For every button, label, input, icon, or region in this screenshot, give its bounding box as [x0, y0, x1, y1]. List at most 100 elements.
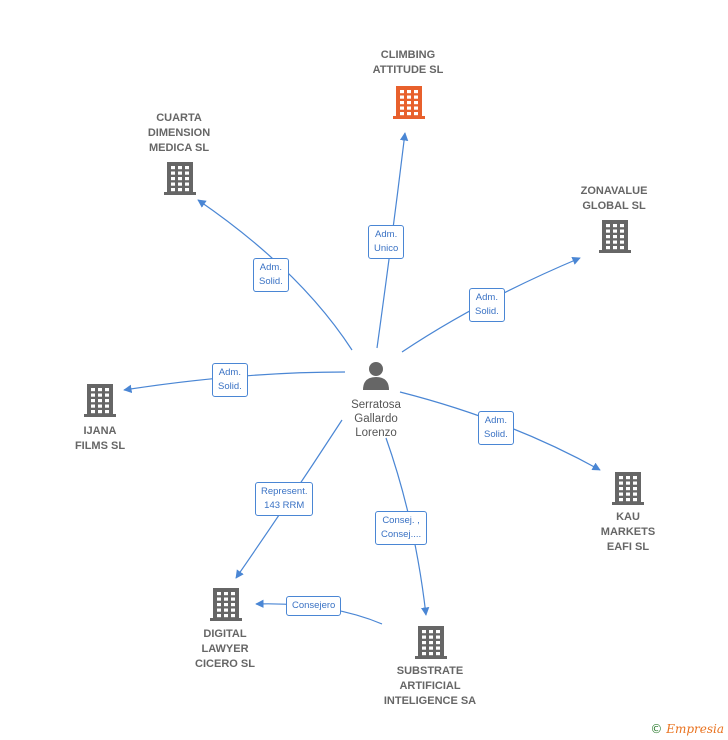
building-window	[422, 646, 426, 650]
building-window	[224, 603, 228, 607]
building-icon-substrate[interactable]	[415, 626, 447, 659]
copyright-icon: ©	[650, 722, 663, 736]
building-window	[613, 235, 617, 239]
building-window	[185, 166, 189, 170]
building-window	[436, 641, 440, 645]
brand-name: Empresia	[666, 722, 724, 736]
building-window	[429, 641, 433, 645]
edge-label-zonavalue[interactable]: Adm.Solid.	[469, 288, 505, 322]
building-window	[91, 399, 95, 403]
building-window	[178, 177, 182, 181]
edge-label-climbing[interactable]: Adm.Unico	[368, 225, 405, 259]
building-window	[217, 597, 221, 601]
building-window	[400, 95, 404, 99]
building-window	[429, 630, 433, 634]
building-window	[620, 235, 624, 239]
building-window	[91, 393, 95, 397]
building-window	[224, 592, 228, 596]
building-icon-kau[interactable]	[612, 472, 644, 505]
building-window	[178, 166, 182, 170]
person-icon[interactable]	[363, 362, 389, 390]
building-window	[171, 177, 175, 181]
building-base	[164, 192, 196, 195]
building-window	[620, 229, 624, 233]
edge-label-kau[interactable]: Adm.Solid.	[478, 411, 514, 445]
building-window	[619, 481, 623, 485]
building-window	[429, 635, 433, 639]
edge-label-cuarta[interactable]: Adm.Solid.	[253, 258, 289, 292]
building-window	[422, 641, 426, 645]
building-window	[606, 246, 610, 250]
building-window	[224, 608, 228, 612]
building-window	[105, 388, 109, 392]
building-window	[436, 646, 440, 650]
building-window	[619, 487, 623, 491]
building-window	[414, 90, 418, 94]
building-window	[171, 182, 175, 186]
building-window	[414, 106, 418, 110]
building-window	[171, 188, 175, 192]
building-base	[393, 116, 425, 119]
building-window	[98, 399, 102, 403]
building-window	[422, 635, 426, 639]
building-window	[606, 235, 610, 239]
building-window	[105, 410, 109, 414]
building-base	[599, 250, 631, 253]
building-window	[171, 171, 175, 175]
building-window	[217, 614, 221, 618]
building-window	[185, 188, 189, 192]
building-window	[414, 101, 418, 105]
building-window	[407, 101, 411, 105]
building-window	[231, 597, 235, 601]
building-icon-ijana[interactable]	[84, 384, 116, 417]
building-window	[606, 224, 610, 228]
building-window	[407, 90, 411, 94]
building-window	[429, 646, 433, 650]
building-window	[91, 404, 95, 408]
building-window	[606, 229, 610, 233]
building-window	[436, 630, 440, 634]
building-window	[613, 246, 617, 250]
building-window	[224, 614, 228, 618]
building-window	[613, 224, 617, 228]
building-window	[224, 597, 228, 601]
building-window	[171, 166, 175, 170]
building-window	[185, 171, 189, 175]
building-icon-zonavalue[interactable]	[599, 220, 631, 253]
building-window	[633, 481, 637, 485]
building-window	[626, 481, 630, 485]
building-window	[619, 498, 623, 502]
building-window	[400, 90, 404, 94]
edge-label-consejero[interactable]: Consejero	[286, 596, 342, 616]
building-window	[633, 492, 637, 496]
edge-label-ijana[interactable]: Adm.Solid.	[212, 363, 248, 397]
building-window	[626, 476, 630, 480]
building-window	[619, 492, 623, 496]
edge-label-substrate[interactable]: Consej. ,Consej....	[375, 511, 428, 545]
building-window	[231, 603, 235, 607]
building-icon-cuarta[interactable]	[164, 162, 196, 195]
building-window	[422, 652, 426, 656]
building-icon-digital[interactable]	[210, 588, 242, 621]
building-window	[98, 393, 102, 397]
building-window	[105, 404, 109, 408]
building-window	[633, 498, 637, 502]
building-window	[613, 240, 617, 244]
building-window	[400, 101, 404, 105]
edge-label-digital[interactable]: Represent.143 RRM	[255, 482, 314, 516]
building-window	[620, 240, 624, 244]
building-icon-climbing[interactable]	[393, 86, 425, 119]
building-window	[606, 240, 610, 244]
building-window	[91, 388, 95, 392]
person-head	[369, 362, 383, 376]
building-window	[400, 112, 404, 116]
